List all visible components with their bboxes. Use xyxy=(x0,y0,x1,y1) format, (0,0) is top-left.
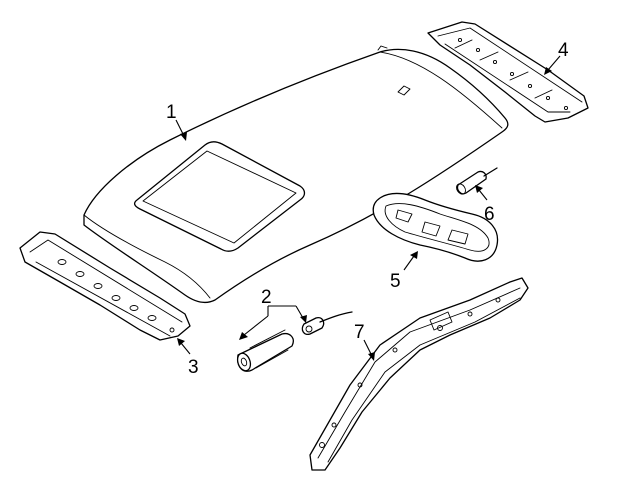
antenna-assembly xyxy=(236,311,353,372)
part-label-5: 5 xyxy=(390,271,401,292)
part-label-4: 4 xyxy=(558,40,569,61)
roof-side-rail xyxy=(309,277,529,471)
rear-roof-header xyxy=(427,21,589,123)
front-roof-header xyxy=(19,231,191,341)
roof-reinforcement-pad xyxy=(372,192,499,262)
part-label-3: 3 xyxy=(188,357,199,378)
part-number-labels: 1 2 3 4 5 6 7 xyxy=(166,40,569,378)
roof-bumper-component xyxy=(456,167,498,195)
part-label-2: 2 xyxy=(261,287,272,308)
part-label-1: 1 xyxy=(166,102,177,123)
roof-panel xyxy=(83,45,509,304)
callout-leaders xyxy=(175,55,561,361)
part-label-6: 6 xyxy=(484,204,495,225)
part-label-7: 7 xyxy=(354,322,365,343)
